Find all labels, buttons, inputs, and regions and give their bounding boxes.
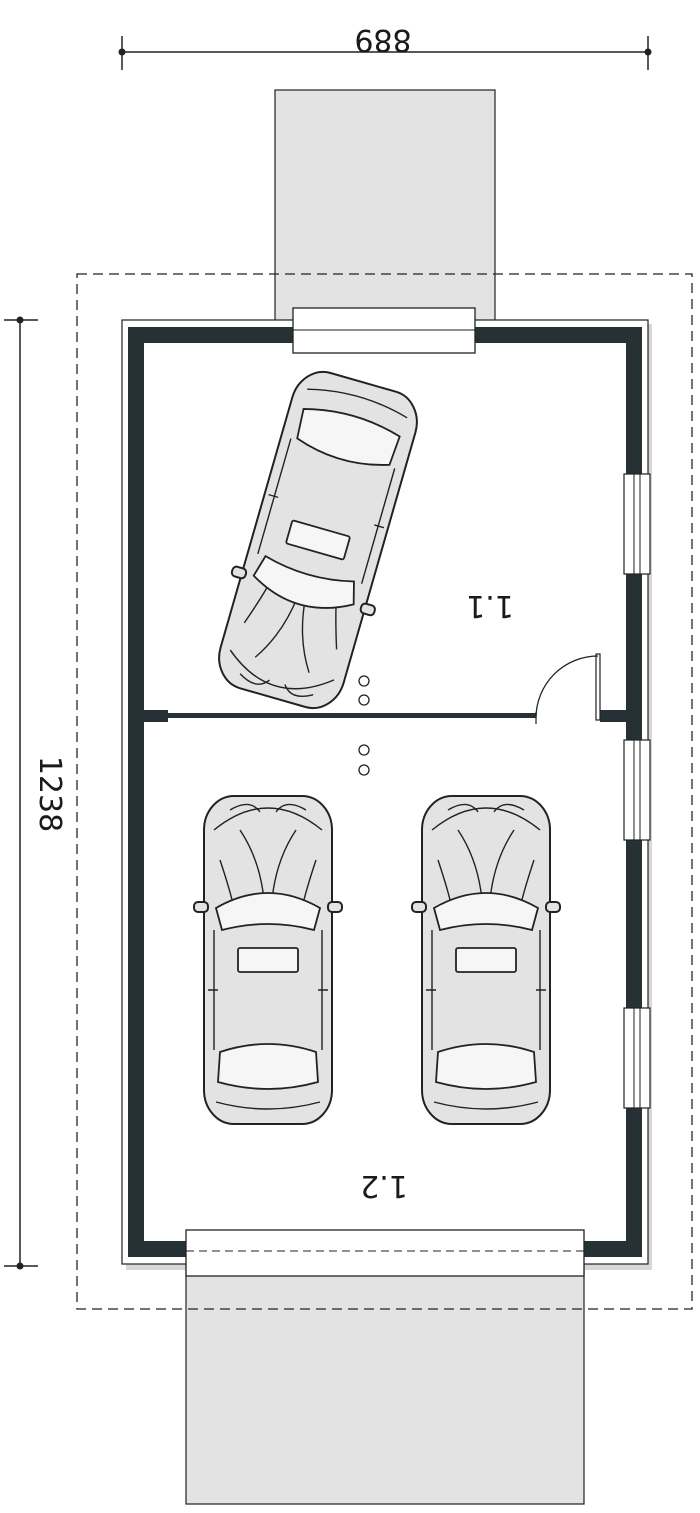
right-windows — [623, 473, 651, 1109]
car-room-1-2-left — [193, 795, 343, 1125]
bottom-driveway — [185, 1261, 585, 1505]
width-dimension-label: 889 — [354, 22, 411, 57]
room-label-1-1: 1.1 — [466, 588, 514, 623]
width-dimension: 889 — [118, 22, 652, 70]
car-room-1-2-right — [411, 795, 561, 1125]
service-points — [358, 675, 370, 776]
room-label-1-2: 1.2 — [360, 1168, 408, 1203]
interior-door — [535, 653, 601, 724]
roof-outline — [76, 273, 693, 1310]
garage-door — [185, 1229, 585, 1277]
top-path — [274, 89, 496, 323]
length-dimension-label: 1238 — [32, 756, 67, 832]
length-dimension: 1238 — [4, 316, 67, 1270]
